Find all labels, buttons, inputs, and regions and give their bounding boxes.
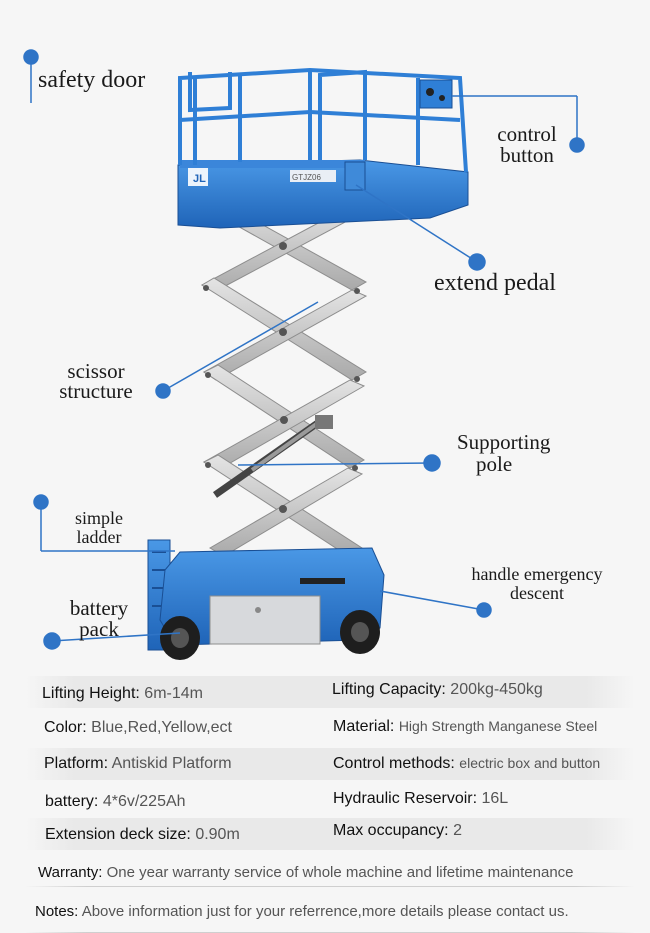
label-control-button-line1: control (497, 122, 557, 146)
label-handle-line1: handle emergency (471, 564, 603, 584)
spec-lifting-capacity: Lifting Capacity: 200kg-450kg (332, 681, 543, 698)
label-handle-line2: descent (510, 583, 564, 603)
label-supporting-line2: pole (476, 452, 513, 476)
spec-notes: Notes: Above information just for your r… (35, 903, 569, 920)
callout-dot-control-button (569, 137, 585, 153)
callout-dot-supporting-pole (423, 454, 441, 472)
label-battery-line1: battery (69, 596, 129, 620)
control-box (419, 79, 453, 109)
spec-hydraulic-reservoir: Hydraulic Reservoir: 16L (333, 790, 509, 807)
guardrails (178, 67, 468, 173)
spec-battery: battery: 4*6v/225Ah (45, 793, 186, 810)
label-battery-line2: pack (79, 617, 119, 641)
spec-extension-deck: Extension deck size: 0.90m (45, 826, 240, 843)
spec-platform: Platform: Antiskid Platform (44, 755, 232, 772)
scissor-structure (198, 197, 368, 557)
spec-max-occupancy: Max occupancy: 2 (333, 822, 462, 839)
label-extend-pedal: extend pedal (434, 270, 556, 296)
scissor-pivots (203, 242, 360, 513)
spec-lifting-height: Lifting Height: 6m-14m (42, 685, 203, 702)
label-scissor-line1: scissor (67, 359, 125, 383)
spec-control-methods: Control methods: electric box and button (333, 755, 601, 772)
label-ladder-line2: ladder (76, 527, 122, 547)
specifications: Lifting Height: 6m-14m Lifting Capacity:… (0, 670, 650, 933)
platform: JL GTJZ06 (177, 159, 469, 229)
label-ladder-line1: simple (75, 508, 123, 528)
scissor-lift-diagram: JL GTJZ06 (23, 49, 585, 660)
spec-warranty: Warranty: One year warranty service of w… (38, 864, 574, 881)
callout-dot-handle-descent (476, 602, 492, 618)
spec-color: Color: Blue,Red,Yellow,ect (44, 719, 232, 736)
label-safety-door: safety door (38, 67, 146, 93)
callout-lines (23, 49, 585, 650)
callout-dot-simple-ladder (33, 494, 49, 510)
callout-dot-extend-pedal (468, 253, 486, 271)
wheels (160, 610, 380, 660)
callout-dot-safety-door (23, 49, 39, 65)
chassis (147, 539, 385, 651)
spec-material: Material: High Strength Manganese Steel (333, 718, 598, 735)
callout-dot-battery-pack (43, 632, 61, 650)
svg-text:JL: JL (193, 173, 206, 185)
supporting-pole (212, 415, 333, 498)
callout-dot-scissor-structure (155, 383, 171, 399)
label-control-button-line2: button (500, 143, 554, 167)
label-scissor-line2: structure (59, 379, 133, 403)
brand-plate: GTJZ06 (292, 173, 321, 182)
label-supporting-line1: Supporting (457, 430, 551, 454)
